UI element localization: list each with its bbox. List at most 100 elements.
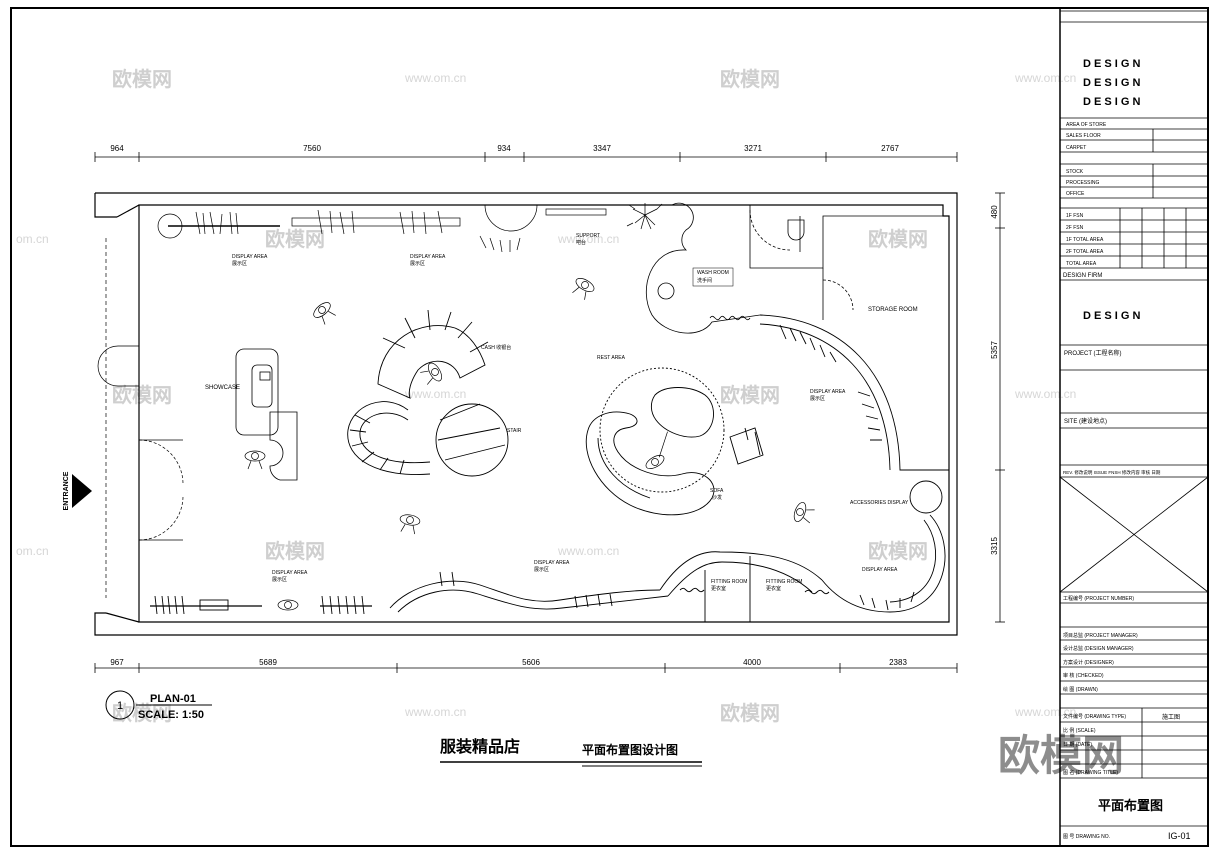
rest-area-label: REST AREA <box>597 355 626 361</box>
watermark-brand: 欧模网 <box>265 539 325 563</box>
floor-2-total-label: 2F TOTAL AREA <box>1066 249 1104 255</box>
watermark-large: 欧模网 <box>998 732 1124 779</box>
display-area-label-cn: 展示区 <box>410 261 425 267</box>
title-block-row: 方案设计 (DESIGNER) <box>1063 659 1114 666</box>
support-label-cn: 吧台 <box>576 239 586 246</box>
display-area-label-cn: 展示区 <box>534 567 549 573</box>
watermark-brand: 欧模网 <box>720 67 780 91</box>
stock-label: STOCK <box>1066 169 1084 175</box>
wash-room-label-box <box>692 267 734 287</box>
drawing-title-cn: 服装精品店 <box>440 737 520 756</box>
person-icon <box>277 599 299 611</box>
person-icon <box>399 514 421 535</box>
watermark-url: om.cn <box>16 232 49 246</box>
display-area-label: DISPLAY AREA <box>810 389 846 395</box>
watermark-url: www.om.cn <box>1014 387 1076 401</box>
cash-label: CASH 收银台 <box>481 344 511 351</box>
revision-header: REV. 修改说明 ISSUE FNSH 修改内容 审核 日期 <box>1063 469 1161 476</box>
watermark-url: www.om.cn <box>404 387 466 401</box>
support-label: SUPPORT <box>576 233 600 239</box>
entrance-label: ENTRANCE <box>63 471 70 510</box>
watermark-brand: 欧模网 <box>112 67 172 91</box>
title-block <box>1059 8 1209 846</box>
design-text: D E S I G N <box>1083 77 1141 89</box>
watermark-url: www.om.cn <box>404 705 466 719</box>
sheet-border <box>10 7 1209 847</box>
title-block-row: 日 期 (DATE) <box>1063 742 1092 748</box>
entrance-doors <box>97 238 184 598</box>
title-block-row: 绘 图 (DRAWN) <box>1063 686 1098 693</box>
floor-1-total-label: 1F TOTAL AREA <box>1066 237 1104 243</box>
plan-title: PLAN-01 <box>150 693 196 705</box>
showcase <box>235 348 298 481</box>
title-block-text: D E S I G N D E S I G N D E S I G N AREA… <box>1063 58 1191 841</box>
display-area-label: DISPLAY AREA <box>534 560 570 566</box>
showcase-label: SHOWCASE <box>205 385 240 391</box>
watermark-brand: 欧模网 <box>868 227 928 251</box>
sofa-label-cn: 沙发 <box>712 494 722 501</box>
wash-room <box>645 202 943 334</box>
watermark-brand: 欧模网 <box>720 383 780 407</box>
floor-1-label: 1F FSN <box>1066 213 1084 219</box>
dimension-label: 2383 <box>889 658 907 667</box>
dimension-label: 480 <box>990 205 999 219</box>
drawing-title: 服装精品店 平面布置图设计图 <box>440 737 702 767</box>
drawing-number-label: 图 号 DRAWING NO. <box>1063 834 1110 840</box>
project-label: PROJECT (工程名称) <box>1064 349 1122 357</box>
person-icon <box>572 278 595 300</box>
watermark-url: www.om.cn <box>404 71 466 85</box>
drawing-stage: 施工图 <box>1162 713 1180 721</box>
dimension-label: 5357 <box>990 341 999 359</box>
area-of-store-label: AREA OF STORE <box>1066 122 1107 128</box>
fitting-room-label: FITTING ROOM <box>711 579 747 585</box>
person-icon <box>645 431 668 469</box>
dimension-label: 934 <box>497 144 511 153</box>
office-label: OFFICE <box>1066 191 1085 197</box>
carpet-label: CARPET <box>1066 145 1086 151</box>
dimension-label: 967 <box>110 658 124 667</box>
storage-room <box>822 268 949 471</box>
watermarks: 欧模网 www.om.cn 欧模网 www.om.cn om.cn 欧模网 ww… <box>16 67 1076 725</box>
dimension-label: 964 <box>110 144 124 153</box>
dimension-label: 3271 <box>744 144 762 153</box>
stair-label: STAIR <box>507 428 522 434</box>
watermark-brand: 欧模网 <box>868 539 928 563</box>
dimension-bottom <box>94 663 958 673</box>
sofa-label: SOFA <box>710 488 724 494</box>
drawing-number: IG-01 <box>1168 831 1191 841</box>
watermark-brand: 欧模网 <box>720 701 780 725</box>
project-number-label: 工程编号 (PROJECT NUMBER) <box>1063 595 1134 602</box>
sales-floor-label: SALES FLOOR <box>1066 133 1101 139</box>
fitting-rooms <box>659 551 830 622</box>
dimension-top <box>94 152 958 162</box>
watermark-brand: 欧模网 <box>265 227 325 251</box>
person-icon <box>313 302 336 325</box>
person-icon <box>420 362 442 385</box>
fitting-room-label-cn: 更衣室 <box>766 585 781 592</box>
dimension-right <box>995 192 1005 623</box>
display-area-label-cn: 展示区 <box>232 261 247 267</box>
accessories-label: ACCESSORIES DISPLAY <box>850 500 909 506</box>
design-text: D E S I G N <box>1083 58 1141 70</box>
watermark-url: www.om.cn <box>1014 705 1076 719</box>
bottom-display-wall <box>150 571 669 615</box>
dimension-label: 7560 <box>303 144 321 153</box>
dimension-label: 5689 <box>259 658 277 667</box>
person-icon <box>793 502 815 524</box>
cash-and-stair <box>347 309 509 477</box>
dimension-label: 5606 <box>522 658 540 667</box>
dimension-label: 4000 <box>743 658 761 667</box>
watermark-url: www.om.cn <box>557 232 619 246</box>
fitting-room-label: FITTING ROOM <box>766 579 802 585</box>
plan-scale: SCALE: 1:50 <box>138 709 204 721</box>
drawing-title-sub: 平面布置图设计图 <box>582 742 678 757</box>
processing-label: PROCESSING <box>1066 180 1099 186</box>
dimension-label: 2767 <box>881 144 899 153</box>
display-area-label: DISPLAY AREA <box>862 567 898 573</box>
watermark-brand: 欧模网 <box>112 383 172 407</box>
display-area-label: DISPLAY AREA <box>232 254 268 260</box>
design-text: D E S I G N <box>1083 96 1141 108</box>
person-icons <box>244 278 815 611</box>
display-area-label-cn: 展示区 <box>810 396 825 402</box>
person-icon <box>244 450 266 470</box>
